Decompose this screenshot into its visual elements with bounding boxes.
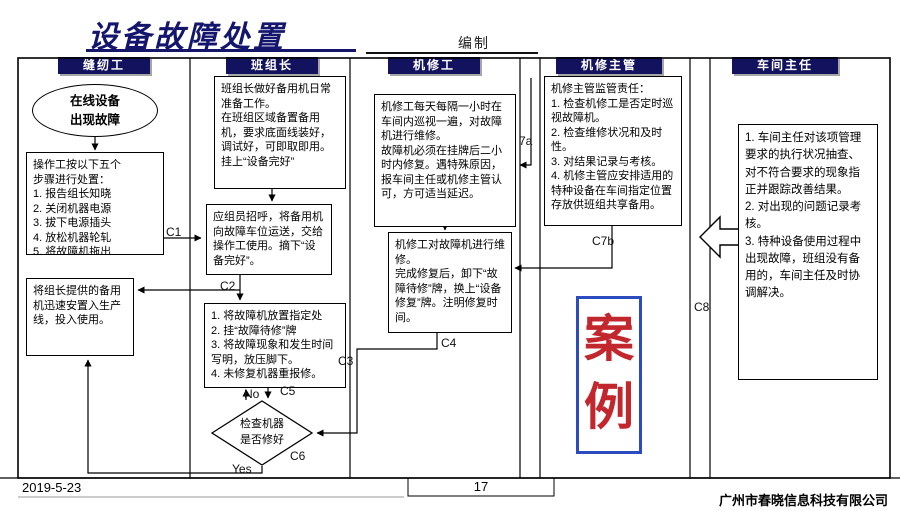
director-duty-node: 1. 车间主任对该项管理要求的执行状况抽查、对不符合要求的现象指正并跟踪改善结果… [738, 124, 878, 380]
arrow-c4-c3 [316, 333, 438, 437]
footer-company: 广州市春晓信息科技有限公司 [718, 493, 888, 508]
label-yes: Yes [232, 462, 252, 476]
lane-header-mech-supervisor: 机修主管 [556, 57, 662, 74]
label-c4: C4 [441, 336, 457, 350]
flow-arrows [84, 78, 613, 474]
arrow-c7b [514, 226, 613, 272]
start-node: 在线设备 出现故障 [32, 84, 158, 137]
operator-backup-node: 将组长提供的备用机迅速安置入生产线，投入使用。 [26, 278, 134, 356]
lane-header-sewing-worker: 缝纫工 [58, 57, 150, 74]
leader-prepare-node: 班组长做好备用机日常准备工作。 在班组区域备置备用机，要求底面线装好，调试好，可… [214, 76, 346, 189]
arrow-7a [519, 78, 532, 169]
page-number-box [407, 477, 555, 497]
check-diamond-shape [210, 400, 314, 466]
label-7a: 7a [519, 134, 533, 148]
arrow-yes-return [84, 359, 263, 474]
label-no: No [244, 387, 260, 401]
compiled-underline [366, 52, 538, 54]
label-c1: C1 [166, 225, 182, 239]
footer-page-number: 17 [473, 479, 489, 494]
repair-patrol-node: 机修工每天每隔一小时在车间内巡视一遍，对故障机进行维修。 故障机必须在挂牌后二小… [374, 94, 516, 227]
label-c8: C8 [694, 300, 710, 314]
operator-steps-node: 操作工按以下五个 步骤进行处置： 1. 报告组长知晓 2. 关闭机器电源 3. … [26, 152, 164, 255]
lane-header-mechanic: 机修工 [388, 57, 480, 74]
lane-header-workshop-director: 车间主任 [732, 57, 838, 74]
lane-header-team-leader: 班组长 [226, 57, 318, 74]
label-c2: C2 [220, 279, 236, 293]
supervisor-duty-node: 机修主管监管责任： 1. 检查机修工是否定时巡视故障机。 2. 检查维修状况和及… [544, 76, 682, 226]
repair-fix-node: 机修工对故障机进行维修。 完成修复后，卸下“故障待修”牌，换上“设备修复”牌。注… [388, 232, 512, 333]
case-watermark: 案例 [576, 296, 642, 454]
label-c6: C6 [290, 449, 306, 463]
leader-send-node: 应组员招呼，将备用机向故障车位运送，交给操作工使用。摘下“设备完好”。 [206, 204, 332, 275]
compiled-by-label: 编制 [458, 35, 490, 51]
label-c3: C3 [338, 354, 354, 368]
footer-date: 2019-5-23 [22, 480, 82, 495]
label-c7b: C7b [592, 234, 615, 248]
leader-tag-node: 1. 将故障机放置指定处 2. 挂“故障待修”牌 3. 将故障现象和发生时间写明… [204, 303, 346, 388]
director-block-arrow [699, 215, 741, 259]
check-decision-text: 检查机器 是否修好 [240, 418, 284, 446]
title-underline [86, 49, 356, 52]
label-c5: C5 [280, 384, 296, 398]
